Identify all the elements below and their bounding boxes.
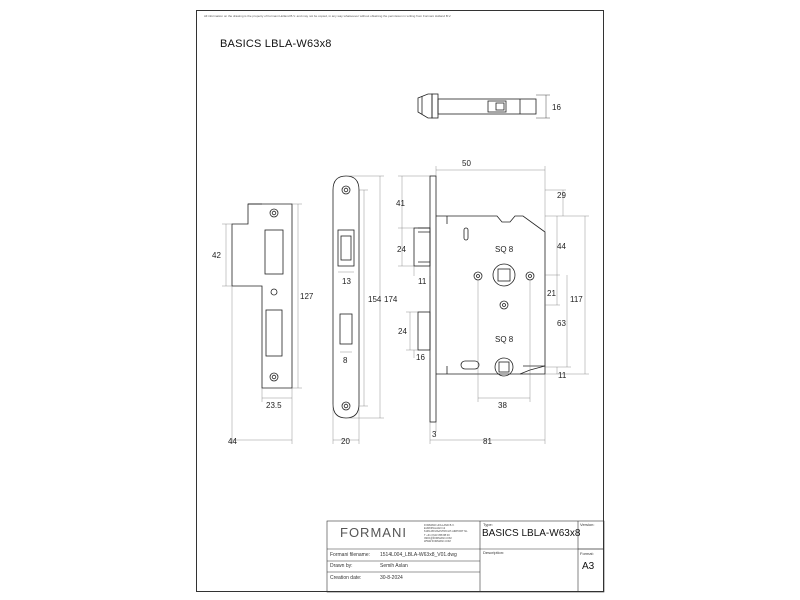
dim-38: 38 xyxy=(498,401,507,410)
formani-logo: FORMANI xyxy=(340,525,407,540)
front-plate xyxy=(332,175,360,419)
strike-plate xyxy=(231,203,293,389)
dim-81: 81 xyxy=(483,437,492,446)
dim-21: 21 xyxy=(547,289,556,298)
creation-date-value: 30-8-2024 xyxy=(380,575,403,581)
dim-3: 3 xyxy=(432,430,437,439)
company-line: T +31 (0)43 358 88 00 xyxy=(424,533,450,537)
dim-117: 117 xyxy=(570,295,583,304)
dim-174: 174 xyxy=(384,295,398,304)
dim-44-bottom: 44 xyxy=(228,437,237,446)
format-label: Format: xyxy=(580,551,594,556)
dim-sq8-bottom: SQ 8 xyxy=(495,335,514,344)
type-label: Type: xyxy=(483,522,493,527)
drawn-by-label: Drawn by: xyxy=(330,563,353,569)
dim-44-right: 44 xyxy=(557,242,566,251)
filename-label: Formani filename: xyxy=(330,552,371,558)
creation-date-label: Creation date: xyxy=(330,575,362,581)
latch-bolt-top-view xyxy=(417,93,550,119)
dim-13: 13 xyxy=(342,277,351,286)
dim-23-5: 23.5 xyxy=(266,401,282,410)
dim-20: 20 xyxy=(341,437,350,446)
company-line: INFO@FORMANI.COM xyxy=(424,536,452,540)
dim-24-bottom: 24 xyxy=(398,327,407,336)
dim-16: 16 xyxy=(552,103,561,112)
company-line: 6199 AB MAASTRICHT-AIRPORT NL xyxy=(424,530,468,534)
lock-body xyxy=(413,175,546,423)
dim-50: 50 xyxy=(462,159,471,168)
dim-16-bottom: 16 xyxy=(416,353,425,362)
copyright-notice: All information on the drawing is the pr… xyxy=(204,14,452,18)
company-line: FORMANI HOLLAND B.V. xyxy=(424,524,455,527)
dim-41: 41 xyxy=(396,199,405,208)
dimension-lines xyxy=(222,166,589,444)
version-label: Version: xyxy=(580,522,595,527)
format-value: A3 xyxy=(582,561,595,572)
dim-127: 127 xyxy=(300,292,314,301)
dim-11-left: 11 xyxy=(418,277,427,286)
drawing-sheet-border xyxy=(196,10,604,592)
dim-11-right: 11 xyxy=(558,371,567,380)
title-block-frame xyxy=(326,520,605,593)
filename-value: 1514L004_LBLA-W63x8_V01.dwg xyxy=(380,552,457,558)
description-label: Description: xyxy=(483,550,505,555)
dim-29: 29 xyxy=(557,191,566,200)
dimension-labels: 16 50 29 41 42 24 44 SQ 8 13 11 127 154 … xyxy=(212,103,583,446)
dim-154: 154 xyxy=(368,295,382,304)
company-line: WWW.FORMANI.COM xyxy=(424,540,451,544)
drawn-by-value: Semih Aslan xyxy=(380,563,408,569)
dim-24-top: 24 xyxy=(397,245,406,254)
company-address: FORMANI HOLLAND B.V. EUROPALAAN 12 6199 … xyxy=(424,524,468,543)
dim-42: 42 xyxy=(212,251,221,260)
type-value: BASICS LBLA-W63x8 xyxy=(482,528,581,539)
dim-8: 8 xyxy=(343,356,348,365)
drawing-title: BASICS LBLA-W63x8 xyxy=(220,38,332,50)
company-line: EUROPALAAN 12 xyxy=(424,527,446,531)
dim-sq8-top: SQ 8 xyxy=(495,245,514,254)
dim-63: 63 xyxy=(557,319,566,328)
